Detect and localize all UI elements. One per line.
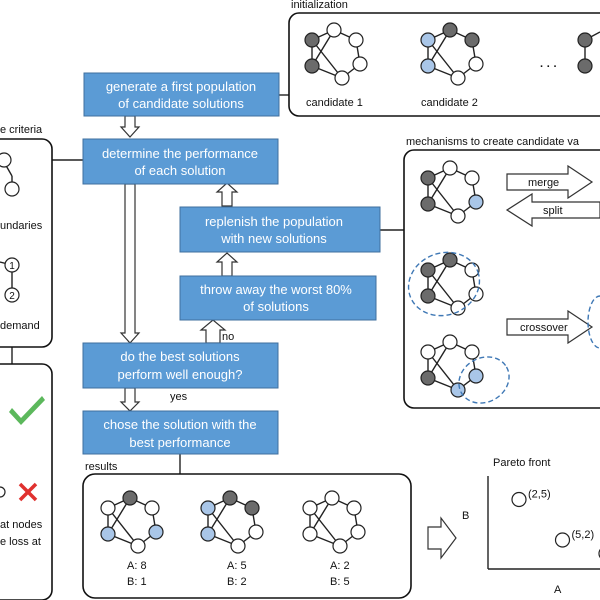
step-decide: do the best solutions perform well enoug… xyxy=(82,342,279,389)
pareto-axis-y-label: B xyxy=(462,510,469,522)
result3-a: A: 2 xyxy=(330,560,350,572)
candidate1-graph xyxy=(304,22,368,86)
pareto-point-label: (2,5) xyxy=(528,489,551,501)
result1-a: A: 8 xyxy=(127,560,147,572)
criteria-node-2: 2 xyxy=(9,291,15,302)
yes-label: yes xyxy=(170,391,188,403)
constraints-line2: e loss at xyxy=(0,536,41,548)
step-choose-line2: best performance xyxy=(129,435,230,450)
arrow-generate-to-determine xyxy=(119,115,141,138)
crossover-selection-bottom xyxy=(458,356,510,404)
candidate3-graph xyxy=(577,31,600,74)
ellipsis-label: · · · xyxy=(540,61,557,73)
constraints-panel: at nodes e loss at xyxy=(0,363,53,600)
pareto-title: Pareto front xyxy=(493,457,550,469)
mechanisms-panel: mechanisms to create candidate va merge … xyxy=(403,136,600,409)
step-decide-line2: perform well enough? xyxy=(117,367,242,382)
mechanism-graph-merge xyxy=(420,160,484,224)
criteria-title: e criteria xyxy=(0,124,43,136)
step-choose: chose the solution with the best perform… xyxy=(82,410,279,455)
step-generate-line2: of candidate solutions xyxy=(118,96,244,111)
split-arrow xyxy=(505,192,600,228)
crossover-label: crossover xyxy=(520,322,568,334)
step-replenish-line2: with new solutions xyxy=(220,231,327,246)
step-determine-line2: of each solution xyxy=(134,163,225,178)
arrow-throw-to-replenish xyxy=(215,252,239,277)
criteria-node-1: 1 xyxy=(9,261,15,272)
step-generate-line1: generate a first population xyxy=(106,79,256,94)
arrow-replenish-to-determine xyxy=(215,182,239,207)
step-determine-line1: determine the performance xyxy=(102,146,258,161)
results-title: results xyxy=(85,461,118,473)
result2-a: A: 5 xyxy=(227,560,247,572)
crossover-selection-top xyxy=(407,251,481,317)
pareto-point xyxy=(554,532,571,548)
constraints-line1: at nodes xyxy=(0,519,43,531)
split-label: split xyxy=(543,205,563,217)
arrow-decide-to-choose xyxy=(119,387,141,412)
arrow-determine-to-decide xyxy=(119,183,141,344)
result2-graph xyxy=(200,490,264,554)
no-label: no xyxy=(222,331,234,343)
step-determine: determine the performance of each soluti… xyxy=(82,138,279,185)
step-throw-line1: throw away the worst 80% xyxy=(200,282,352,297)
criteria-line1: undaries xyxy=(0,220,43,232)
flow-connectors xyxy=(11,94,404,474)
criteria-graph-1 xyxy=(0,152,20,197)
candidate2-label: candidate 2 xyxy=(421,97,478,109)
pareto-plot: Pareto front B A (2,5) (5,2) xyxy=(462,457,600,596)
step-decide-line1: do the best solutions xyxy=(120,349,240,364)
pareto-point xyxy=(511,491,527,508)
initialization-panel: initialization candidate 1 candidate 2 ·… xyxy=(288,0,600,117)
result3-graph xyxy=(302,490,366,554)
pareto-point-label: (5,2) xyxy=(572,529,595,541)
step-throw: throw away the worst 80% of solutions xyxy=(179,275,377,321)
crossover-arrow xyxy=(506,309,594,345)
result1-b: B: 1 xyxy=(127,576,147,588)
result2-b: B: 2 xyxy=(227,576,247,588)
step-choose-line1: chose the solution with the xyxy=(103,417,256,432)
initialization-title: initialization xyxy=(291,0,348,11)
constraint-node xyxy=(0,486,6,498)
criteria-panel: e criteria undaries 1 2 demand xyxy=(0,124,53,348)
result1-graph xyxy=(100,490,164,554)
merge-arrow xyxy=(506,164,594,200)
arrow-results-to-pareto xyxy=(427,516,457,560)
merge-label: merge xyxy=(528,177,559,189)
check-icon xyxy=(9,396,45,425)
mechanisms-title: mechanisms to create candidate va xyxy=(406,136,580,148)
step-throw-line2: of solutions xyxy=(243,299,309,314)
candidate2-graph xyxy=(420,22,484,86)
candidate1-label: candidate 1 xyxy=(306,97,363,109)
step-replenish-line1: replenish the population xyxy=(205,214,343,229)
arrow-decide-to-throw xyxy=(199,319,227,344)
result3-b: B: 5 xyxy=(330,576,350,588)
pareto-axis-x-label: A xyxy=(554,584,562,596)
step-generate: generate a first population of candidate… xyxy=(83,72,280,117)
criteria-line2: demand xyxy=(0,320,40,332)
mechanism-graph-crossover-result xyxy=(420,334,484,398)
criteria-graph-2: 1 2 xyxy=(0,257,20,303)
results-panel: results A: 8 xyxy=(82,461,412,599)
cross-icon xyxy=(18,482,38,502)
step-replenish: replenish the population with new soluti… xyxy=(179,206,381,253)
